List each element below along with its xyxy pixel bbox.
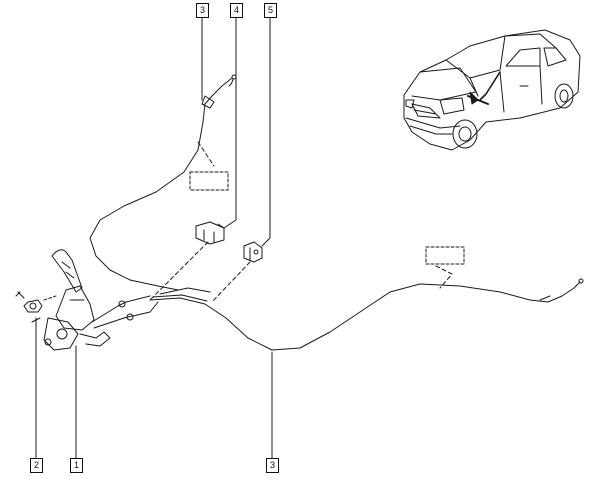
callout-3-top: 3 (196, 3, 209, 18)
callout-1: 1 (70, 458, 83, 473)
assembly-lines (149, 141, 453, 303)
cable-clip-5 (243, 241, 263, 263)
handbrake-lever (43, 249, 159, 351)
primary-cable (89, 74, 237, 291)
reference-box-lower (425, 246, 465, 265)
vehicle-location-illustration (403, 29, 581, 151)
callout-4: 4 (230, 3, 243, 18)
callout-3-bottom: 3 (266, 458, 279, 473)
reference-boxes (189, 171, 465, 265)
secondary-cable (149, 278, 584, 351)
callout-5: 5 (264, 3, 277, 18)
cable-clip-4 (195, 221, 225, 245)
reference-box-upper (189, 171, 229, 191)
callout-2: 2 (30, 458, 43, 473)
leader-lines (35, 15, 273, 459)
